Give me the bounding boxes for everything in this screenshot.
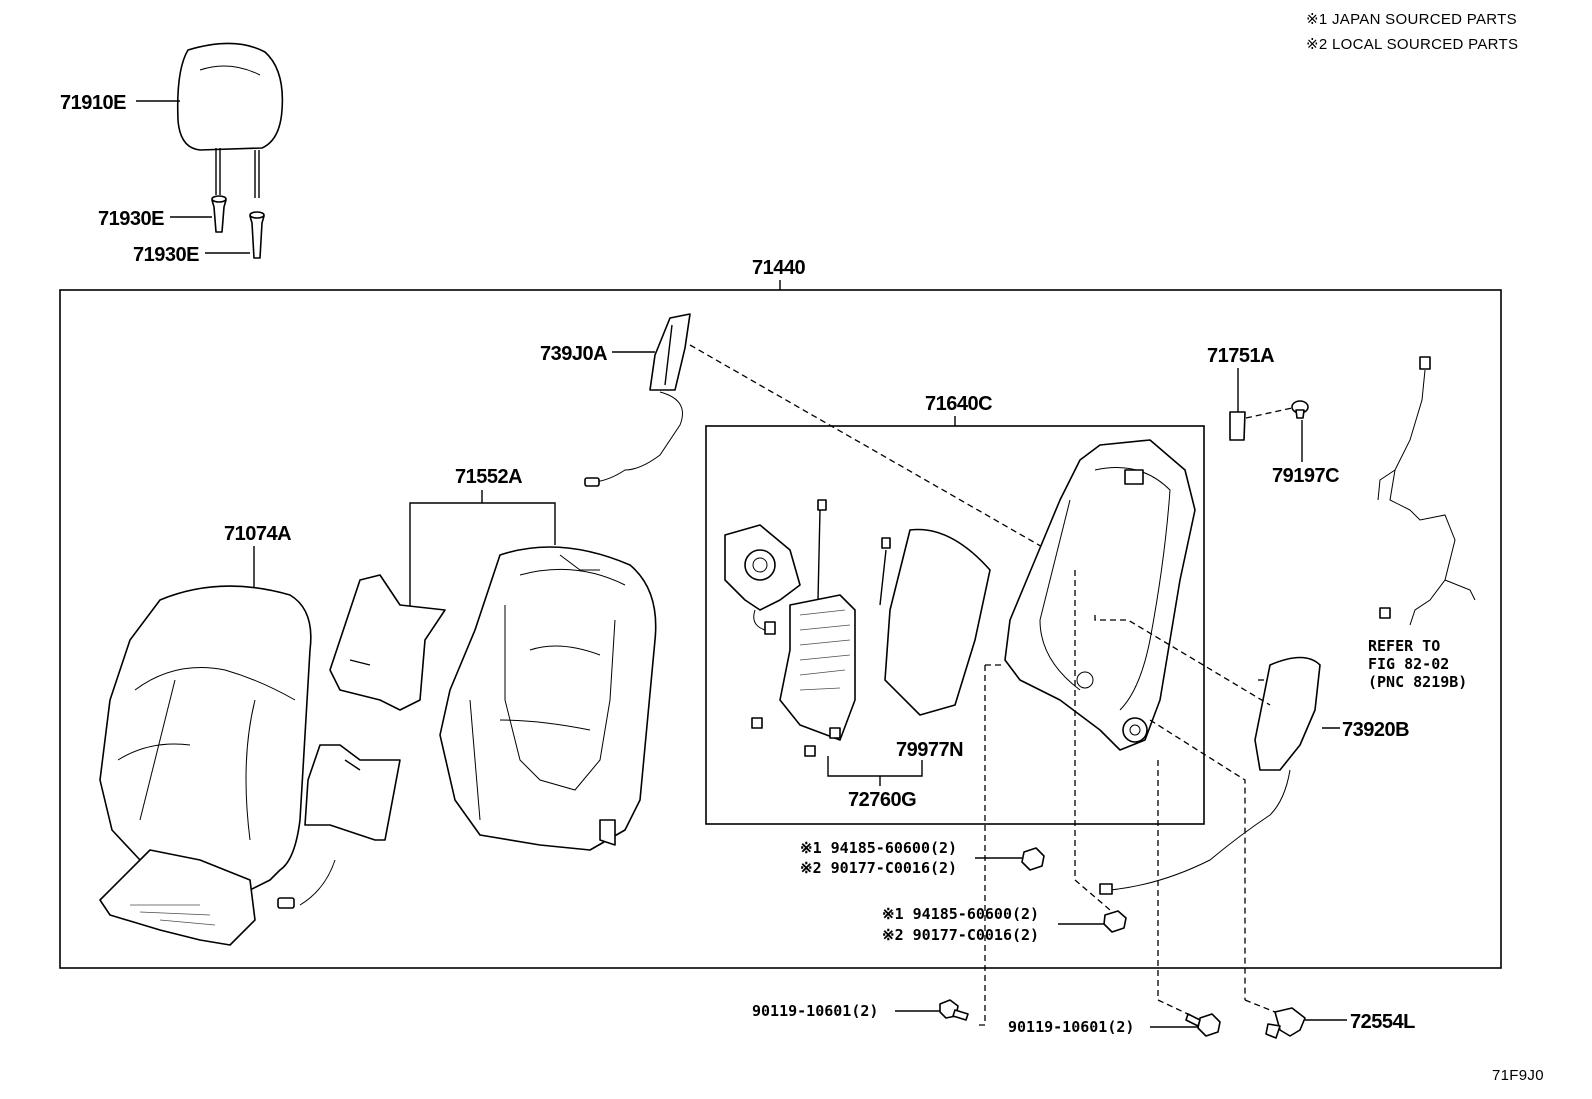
frame-subassembly-box (705, 425, 1205, 825)
dash-airbag-1 (1094, 615, 1271, 706)
nut-icon-2 (1103, 910, 1127, 933)
dash-clip-path (1149, 719, 1246, 1000)
leader-72760G (827, 756, 923, 777)
label-73920B: 73920B (1342, 719, 1409, 741)
headrest-illustration (176, 42, 284, 198)
headrest-guide-icons (211, 195, 265, 259)
dash-bolt-right (1157, 760, 1191, 1016)
figure-id: 71F9J0 (1492, 1067, 1544, 1084)
heater-element-illustration (277, 574, 446, 909)
label-71440: 71440 (752, 257, 805, 279)
label-nut1a: ※1 94185-60600(2) (800, 839, 957, 857)
seatback-frame-illustration (1004, 439, 1196, 751)
assembly-box (59, 289, 1502, 969)
label-bolt-left: 90119-10601(2) (752, 1002, 878, 1020)
bolt-icon-right (1185, 1013, 1221, 1037)
label-79197C: 79197C (1272, 465, 1339, 487)
label-nut2a: ※1 94185-60600(2) (882, 905, 1039, 923)
refer-line-1: REFER TO (1368, 637, 1440, 655)
seatback-cover-illustration (99, 585, 312, 946)
refer-line-3: (PNC 8219B) (1368, 673, 1467, 691)
label-bolt-right: 90119-10601(2) (1008, 1018, 1134, 1036)
dash-nut2 (1074, 850, 1111, 911)
bolt-icon-left (939, 999, 969, 1021)
label-79977N: 79977N (896, 739, 963, 761)
label-72760G: 72760G (848, 789, 916, 811)
label-71930E-2: 71930E (133, 244, 199, 266)
bracket-icon (1229, 411, 1246, 441)
label-nut1b: ※2 90177-C0016(2) (800, 859, 957, 877)
side-airbag-illustration (1099, 656, 1321, 895)
dash-739J0A (689, 344, 1066, 561)
note-local-sourced: ※2 LOCAL SOURCED PARTS (1306, 36, 1518, 53)
dash-bolt-left (975, 665, 986, 1026)
label-nut2b: ※2 90177-C0016(2) (882, 926, 1039, 944)
label-71552A: 71552A (455, 466, 522, 488)
dash-clip (1244, 999, 1276, 1013)
label-72554L: 72554L (1350, 1011, 1415, 1033)
label-71930E-1: 71930E (98, 208, 164, 230)
label-739J0A: 739J0A (540, 343, 607, 365)
label-71640C: 71640C (925, 393, 992, 415)
note-japan-sourced: ※1 JAPAN SOURCED PARTS (1306, 11, 1517, 28)
seat-pad-illustration (439, 546, 657, 851)
wire-harness-illustration (1377, 356, 1476, 626)
label-71910E: 71910E (60, 92, 126, 114)
pad-plate-illustration (884, 528, 991, 716)
clip-icon (1265, 1007, 1306, 1039)
lumbar-module-illustration (584, 313, 691, 487)
dash-bracket (1245, 407, 1293, 419)
bolt-icon (1291, 400, 1309, 419)
lumbar-mechanism-illustration (724, 499, 891, 757)
label-71074A: 71074A (224, 523, 291, 545)
nut-icon-1 (1021, 847, 1045, 871)
label-71751A: 71751A (1207, 345, 1274, 367)
refer-line-2: FIG 82-02 (1368, 655, 1449, 673)
